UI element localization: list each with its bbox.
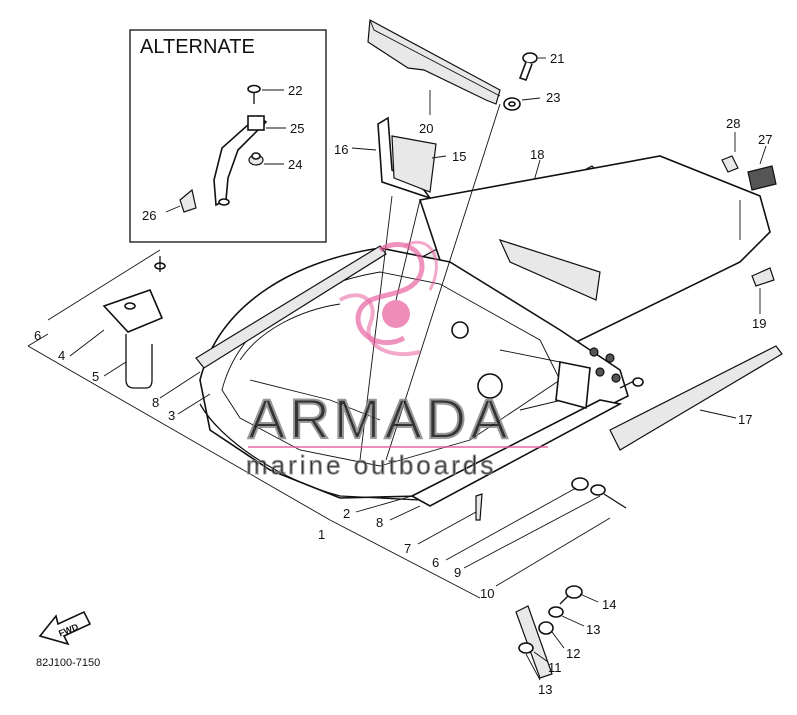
callout-9: 9	[454, 565, 461, 580]
callout-5: 5	[92, 369, 99, 384]
part-26-pad	[179, 188, 197, 213]
part-14-bolt	[559, 585, 583, 605]
part-19-tab	[751, 267, 775, 287]
watermark: ARMADA marine outboards	[246, 240, 548, 481]
callout-21: 21	[550, 51, 564, 66]
part-10-bolt	[590, 484, 627, 509]
callout-4: 4	[58, 348, 65, 363]
part-22-screw	[247, 84, 261, 104]
watermark-brand: ARMADA	[248, 387, 512, 450]
callout-13a: 13	[586, 622, 600, 637]
callout-14: 14	[602, 597, 616, 612]
callout-10: 10	[480, 586, 494, 601]
fwd-arrow-icon: FWD	[38, 610, 92, 646]
callout-1: 1	[318, 527, 325, 542]
part-9-washer	[571, 477, 589, 491]
alternate-box: ALTERNATE	[129, 29, 327, 243]
watermark-logo-icon	[338, 240, 438, 357]
part-25-bracket	[213, 114, 268, 207]
callout-3: 3	[168, 408, 175, 423]
part-4-screw	[154, 256, 166, 272]
callout-8b: 8	[376, 515, 383, 530]
callout-19: 19	[752, 316, 766, 331]
part-28-clip	[721, 155, 739, 173]
part-24-grommet	[248, 152, 264, 166]
part-23-nut	[503, 97, 521, 111]
part-27-reflector	[747, 165, 777, 191]
part-21-bolt	[518, 52, 538, 82]
callout-20: 20	[419, 121, 433, 136]
callouts: 22 25 24 26 20 21 23 16 15 18 28 27 19 1…	[34, 51, 772, 697]
alternate-title: ALTERNATE	[140, 36, 255, 58]
callout-23: 23	[546, 90, 560, 105]
callout-6b: 6	[432, 555, 439, 570]
part-13-washer-b	[518, 642, 534, 654]
callout-25: 25	[290, 121, 304, 136]
callout-17: 17	[738, 412, 752, 427]
callout-26: 26	[142, 208, 156, 223]
part-13-washer-a	[548, 606, 564, 618]
callout-11: 11	[548, 660, 562, 675]
callout-6a: 6	[34, 328, 41, 343]
callout-13b: 13	[538, 682, 552, 697]
part-17-strip	[609, 345, 783, 451]
callout-28: 28	[726, 116, 740, 131]
callout-27: 27	[758, 132, 772, 147]
callout-24: 24	[288, 157, 302, 172]
drawing-number: 82J100-7150	[36, 657, 100, 669]
callout-8a: 8	[152, 395, 159, 410]
part-15-pad	[391, 135, 437, 193]
callout-2: 2	[343, 506, 350, 521]
watermark-tagline: marine outboards	[246, 450, 496, 480]
part-4-bracket	[102, 288, 164, 333]
leader-lines	[27, 103, 611, 599]
part-7-rivet	[475, 493, 483, 521]
part-11-plate	[515, 605, 553, 679]
part-12-collar	[538, 621, 554, 635]
callout-22: 22	[288, 83, 302, 98]
callout-18: 18	[530, 147, 544, 162]
callout-16: 16	[334, 142, 348, 157]
callout-12: 12	[566, 646, 580, 661]
part-20-plate	[367, 19, 501, 105]
callout-15: 15	[452, 149, 466, 164]
callout-7: 7	[404, 541, 411, 556]
part-5-u-bolt	[125, 334, 153, 389]
